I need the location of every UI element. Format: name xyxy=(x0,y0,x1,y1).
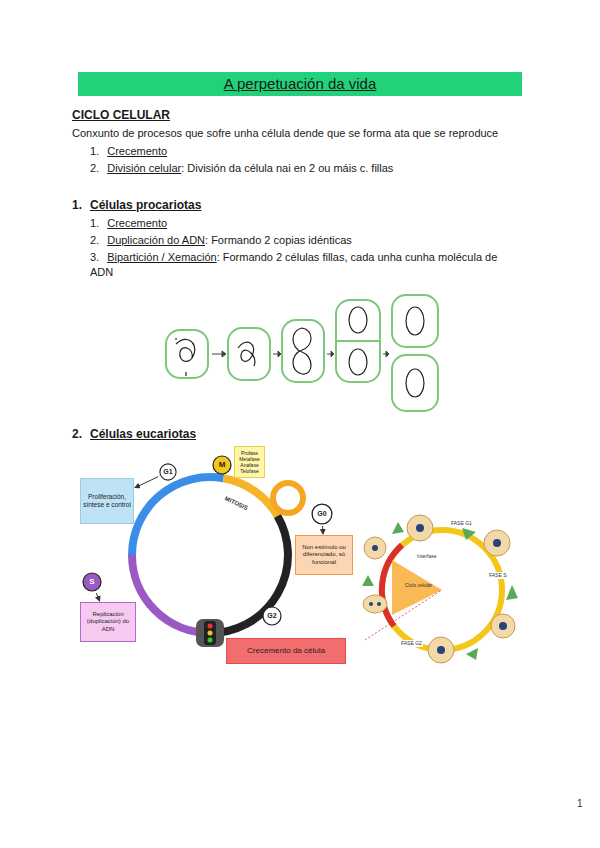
doc-text: 2. xyxy=(72,427,82,441)
node-text: M xyxy=(219,460,226,470)
text-line: 3.Bipartición / Xemación: Formando 2 cél… xyxy=(90,250,522,280)
phase-bubble: G0 xyxy=(311,503,333,525)
doc-text: Crecemento xyxy=(107,217,167,229)
mitosis-figure xyxy=(362,515,518,663)
doc-text: Crecemento xyxy=(107,145,167,157)
dna xyxy=(176,307,424,397)
node-text: G1 xyxy=(163,468,172,476)
note-box: Replicación (duplicación) do ADN xyxy=(80,602,136,642)
phase-bubble: S xyxy=(82,572,102,592)
doc-text: 1. xyxy=(90,145,99,157)
node-text: G2 xyxy=(267,612,276,620)
text-line: 1. Células procariotas xyxy=(72,198,502,213)
text-line: 2. División celular: División da célula n… xyxy=(90,161,520,176)
text-line: 2. Células eucariotas xyxy=(72,427,502,442)
note-box: Proliferación, síntese e control xyxy=(80,478,134,524)
doc-text: : División da célula nai en 2 ou máis c.… xyxy=(181,162,393,174)
figure-label: FASE S xyxy=(488,572,508,579)
figure-label: FASE G2 xyxy=(400,640,423,647)
connector-arrow xyxy=(135,477,158,488)
doc-text: Bipartición / Xemación xyxy=(107,251,216,263)
note-box: Crecemento da célula xyxy=(226,638,346,664)
doc-text: 2. xyxy=(90,162,99,174)
connector-arrow xyxy=(322,526,323,534)
doc-text: Duplicación do ADN xyxy=(107,234,205,246)
phase-bubble: G1 xyxy=(159,463,177,481)
text-line: 1. Crecemento xyxy=(90,216,520,231)
doc-text: 2. xyxy=(90,234,99,246)
node-text: Profase Metafase Anafase Telofase xyxy=(237,450,262,474)
doc-text: Células procariotas xyxy=(90,198,201,212)
doc-text: Células eucariotas xyxy=(90,427,196,441)
connector-arrow xyxy=(96,593,99,601)
node-text: G0 xyxy=(317,510,326,518)
traffic-light xyxy=(196,619,224,647)
doc-text: División celular xyxy=(107,162,181,174)
node-text: Crecemento da célula xyxy=(247,646,325,656)
g0-loop xyxy=(273,483,303,513)
prokaryote-cells xyxy=(166,295,438,411)
cell-cycle-ring xyxy=(132,477,288,633)
doc-text: 1. xyxy=(90,217,99,229)
doc-text: CICLO CELULAR xyxy=(72,108,170,122)
node-text: Non estímulo ou diferenciado, só funcion… xyxy=(298,544,350,566)
text-line: 1. Crecemento xyxy=(90,144,520,159)
node-text: Proliferación, síntese e control xyxy=(83,493,131,509)
figure-label: Interfase xyxy=(416,553,437,560)
phase-bubble: M xyxy=(212,455,232,475)
doc-text: 3. xyxy=(90,251,99,263)
page-title: A perpetuación da vida xyxy=(78,72,522,96)
phase-bubble: G2 xyxy=(262,606,282,626)
node-text: Replicación (duplicación) do ADN xyxy=(83,611,133,633)
doc-text: 1. xyxy=(72,198,82,212)
doc-text: : Formando 2 copias idénticas xyxy=(205,234,352,246)
text-line: Conxunto de procesos que sofre unha célu… xyxy=(72,126,532,141)
doc-text: Conxunto de procesos que sofre unha célu… xyxy=(72,127,498,139)
title-band xyxy=(78,72,522,96)
stage-arrows xyxy=(212,351,389,357)
note-box: Profase Metafase Anafase Telofase xyxy=(234,446,265,478)
text-line: 2. Duplicación do ADN: Formando 2 copias … xyxy=(90,233,520,248)
figure-label: FASE G1 xyxy=(450,520,473,527)
note-box: Non estímulo ou diferenciado, só funcion… xyxy=(295,535,353,575)
mitosis-label: MITOSIS xyxy=(223,494,250,512)
text-line: CICLO CELULAR xyxy=(72,108,522,123)
page-number: 1 xyxy=(576,798,584,810)
figure-label: Ciclo celular xyxy=(404,582,433,589)
node-text: S xyxy=(89,577,94,587)
